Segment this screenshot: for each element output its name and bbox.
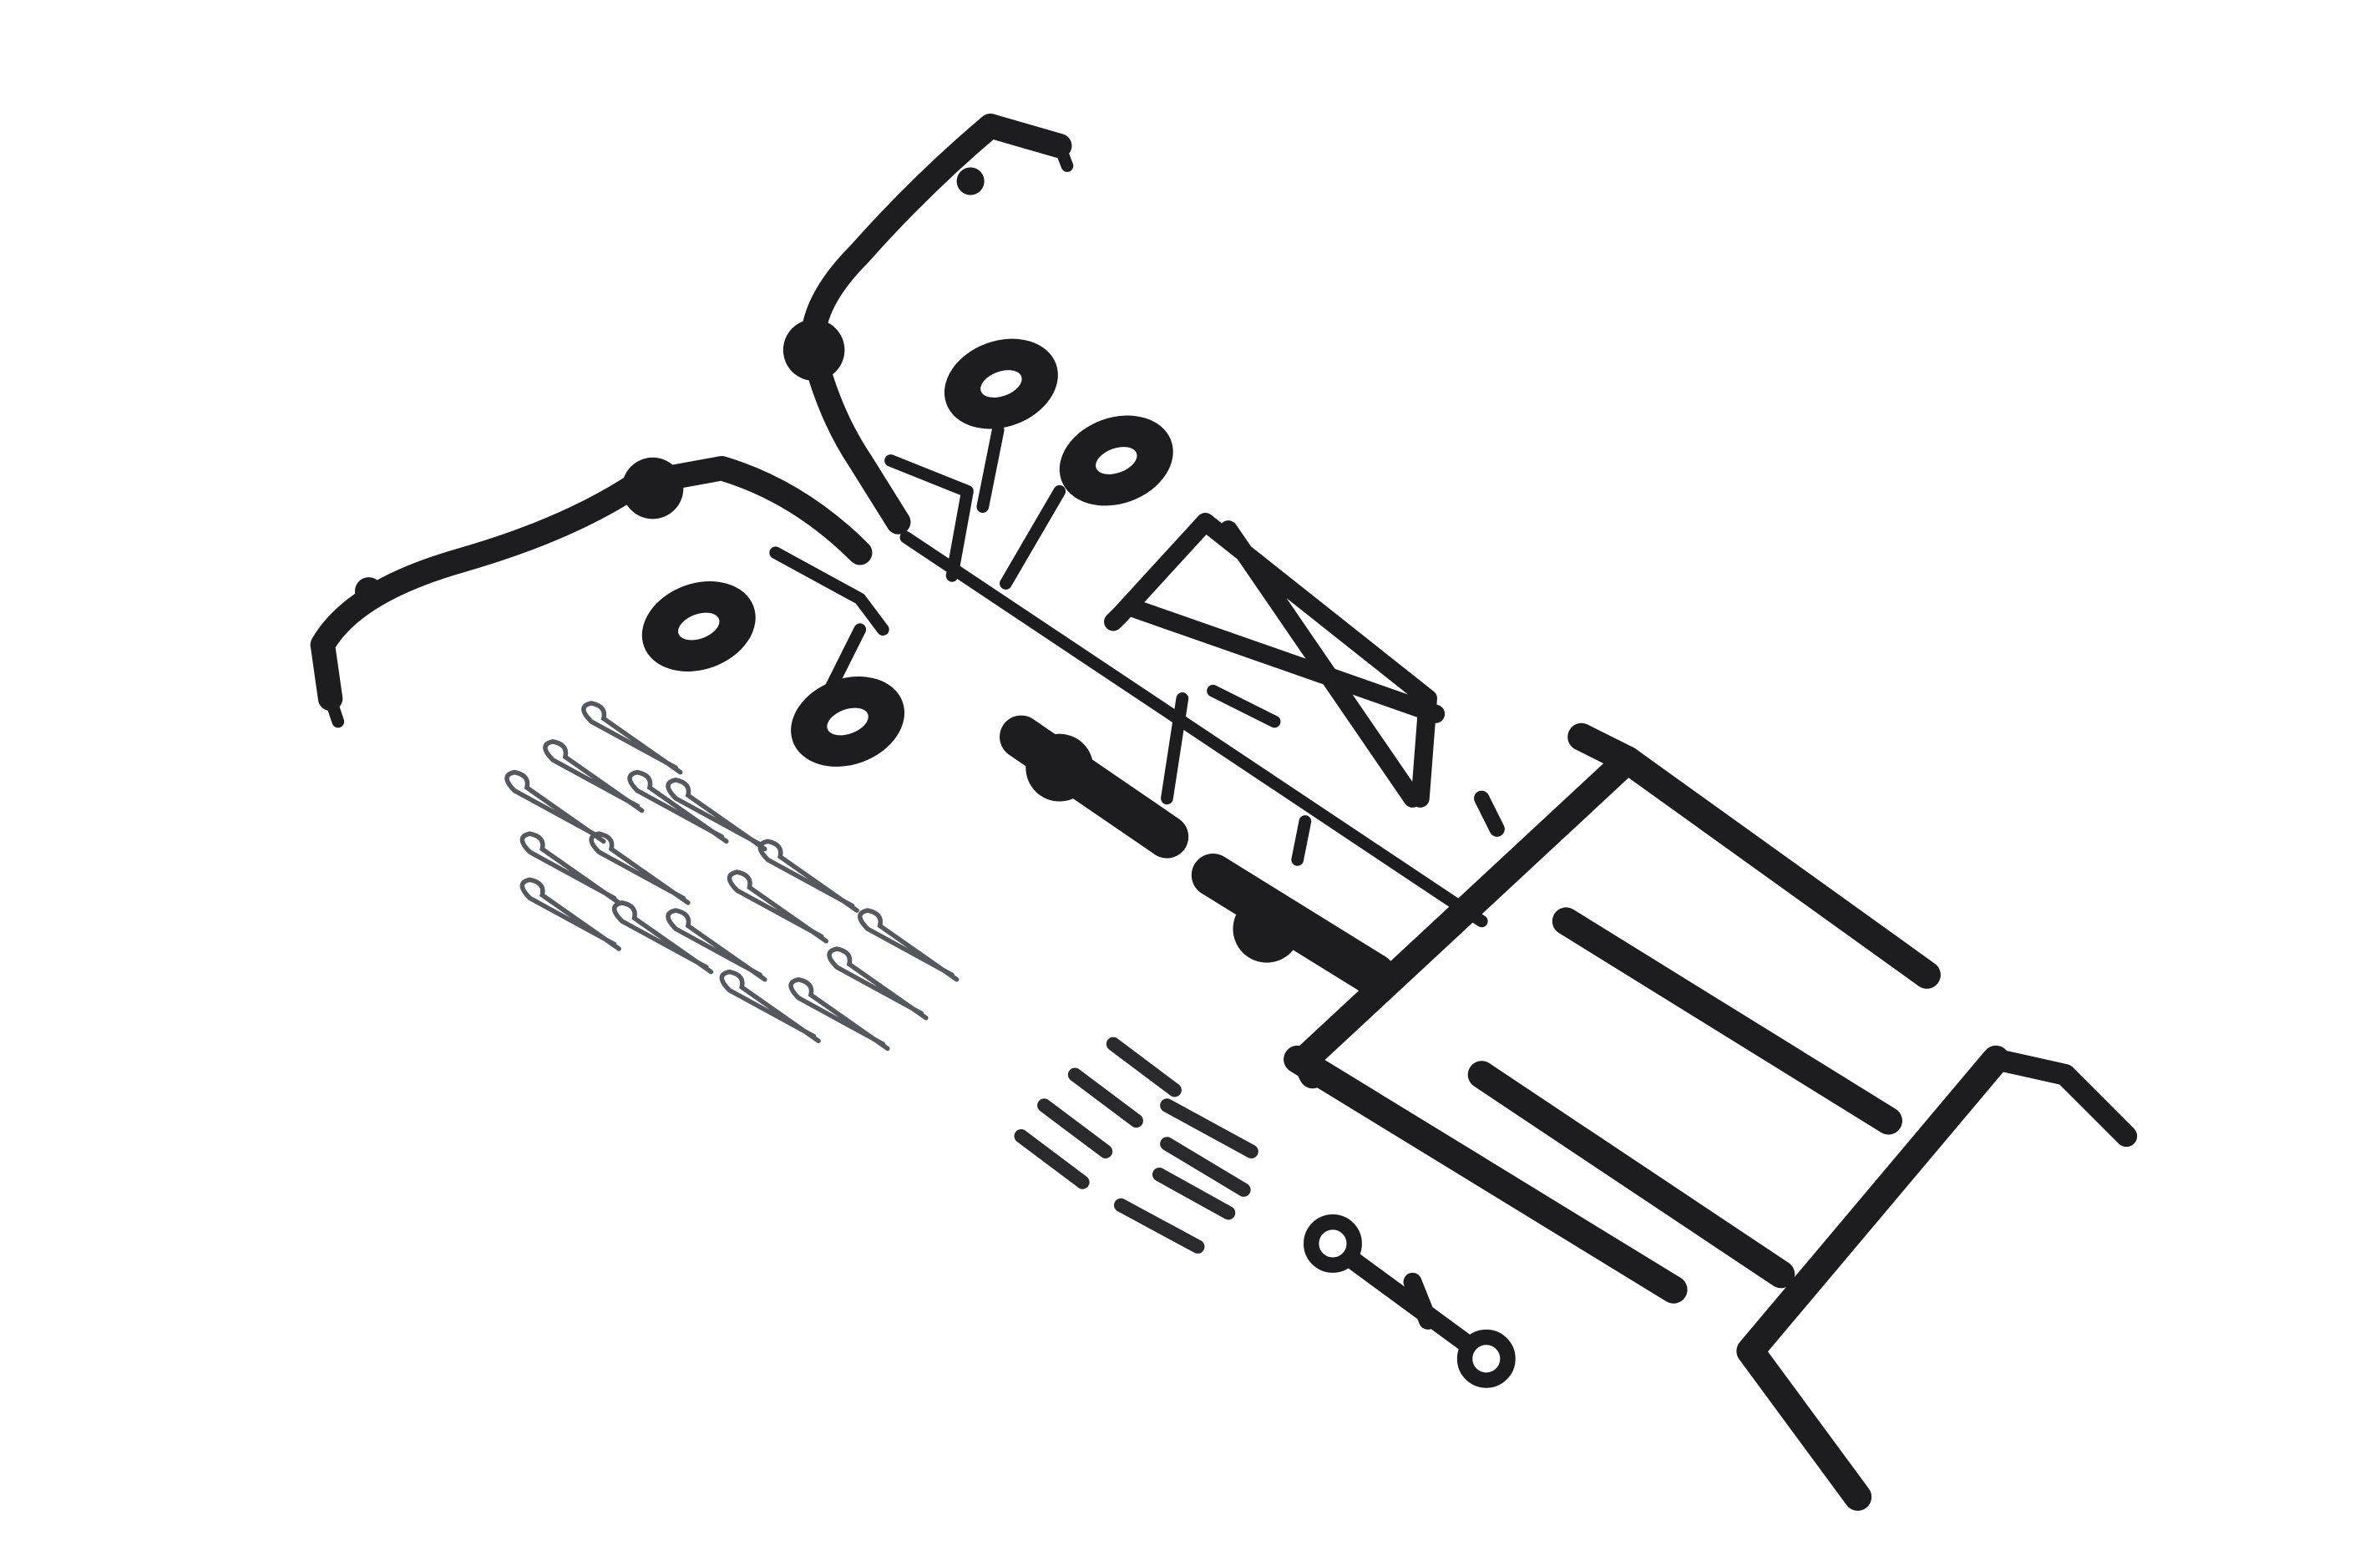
- body-clip: [788, 976, 890, 1052]
- body-clip: [543, 739, 645, 813]
- lower-body-mount-arm: [310, 455, 873, 728]
- body-clip: [581, 701, 683, 775]
- body-clip: [858, 908, 960, 982]
- body-clip: [719, 969, 821, 1044]
- body-clip: [611, 900, 714, 975]
- body-clip: [757, 839, 859, 913]
- body-clip: [519, 877, 621, 951]
- screws: [1014, 1036, 1258, 1254]
- body-clip: [666, 908, 767, 982]
- body-clip: [589, 831, 691, 905]
- body-clip: [727, 869, 829, 944]
- body-clip: [827, 946, 929, 1021]
- upper-body-mount-arm: [782, 114, 1074, 535]
- body-post-frame: [1284, 722, 2138, 1511]
- x-brace: [1104, 512, 1446, 808]
- small-link: [1304, 1214, 1516, 1388]
- body-clip: [627, 769, 729, 844]
- sprue-tree: [641, 338, 1488, 928]
- mount-blocks: [1000, 715, 1505, 997]
- body-clip: [504, 769, 606, 844]
- body-clip: [519, 831, 621, 905]
- body-clip: [666, 778, 767, 852]
- body-clips: [504, 701, 960, 1052]
